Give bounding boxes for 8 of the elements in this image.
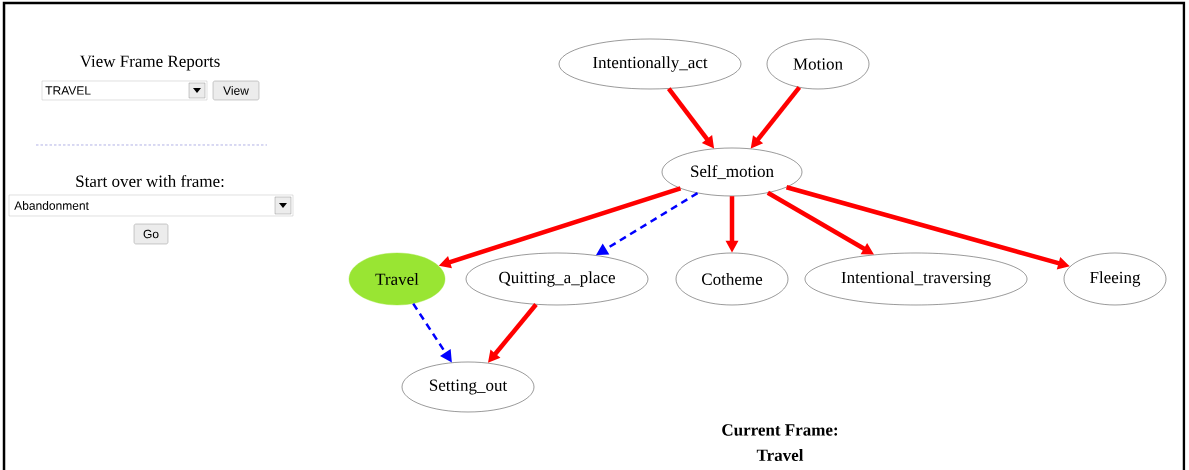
current-frame-name: Travel xyxy=(756,449,804,461)
select-field: TRAVEL xyxy=(41,80,208,101)
heading: View Frame Reports xyxy=(79,55,220,71)
view-button: View xyxy=(212,80,260,101)
current-frame-label: Current Frame: xyxy=(722,424,838,436)
heading: Start over with frame: xyxy=(76,174,224,188)
select-field: Abandonment xyxy=(8,194,294,217)
go-button: Go xyxy=(133,223,169,245)
